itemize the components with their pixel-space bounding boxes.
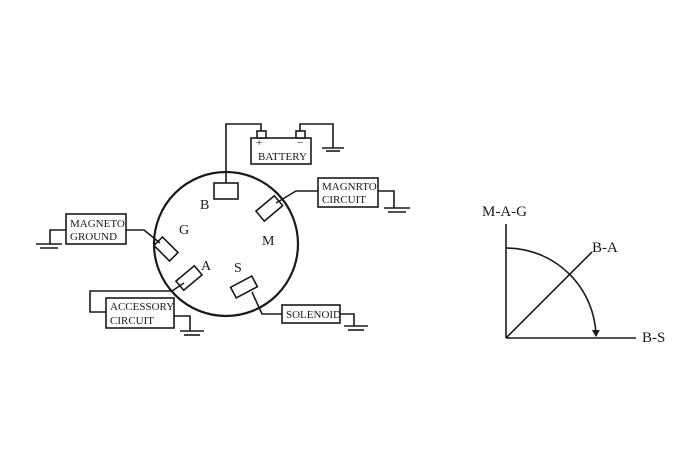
- magneto-ground-label-line2: GROUND: [70, 231, 117, 243]
- wire-s-solenoid: [251, 291, 282, 315]
- position-label-bs: B-S: [642, 330, 665, 346]
- terminal-g-label: G: [179, 223, 189, 238]
- wire-b-battery: [225, 123, 262, 183]
- wire-magneto-ground-ground: [49, 229, 66, 244]
- magneto-circuit-label-line2: CIRCUIT: [322, 194, 366, 206]
- magneto-ground-label-line1: MAGNETO: [70, 218, 125, 230]
- key-position-diagram: M-A-G B-A B-S: [482, 204, 665, 346]
- wire-magneto-circuit-ground: [378, 190, 395, 208]
- ground-symbol-solenoid: [344, 325, 368, 331]
- wire-a-accessory-circuit: [89, 282, 185, 313]
- solenoid-box: SOLENOID: [281, 304, 341, 324]
- ground-symbol-accessory-circuit: [180, 330, 204, 336]
- ground-symbol-magneto-circuit: [384, 207, 410, 213]
- magneto-circuit-label-line1: MAGNRTO: [322, 181, 377, 193]
- ground-symbol-magneto-ground: [36, 243, 62, 249]
- wire-g-magneto-ground: [126, 229, 161, 244]
- terminal-b-label: B: [200, 198, 209, 213]
- wire-m-magneto-circuit: [275, 190, 318, 204]
- terminal-a-label: A: [201, 259, 212, 274]
- terminal-m-label: M: [262, 234, 275, 249]
- accessory-circuit-box: ACCESSORY CIRCUIT: [105, 297, 175, 329]
- terminal-s: [229, 274, 259, 300]
- accessory-circuit-label-line2: CIRCUIT: [110, 315, 154, 327]
- position-label-ba: B-A: [592, 240, 618, 256]
- wire-solenoid-ground: [340, 313, 355, 326]
- position-label-mag: M-A-G: [482, 204, 527, 220]
- solenoid-label: SOLENOID: [286, 309, 341, 321]
- terminal-b: [213, 182, 239, 200]
- battery-box: + − BATTERY: [250, 130, 312, 165]
- battery-label: BATTERY: [258, 151, 307, 163]
- rotation-arc-arrow: [505, 247, 600, 337]
- battery-minus-sign: −: [297, 137, 303, 149]
- ground-symbol-battery: [322, 147, 344, 152]
- terminal-m: [254, 194, 284, 223]
- magneto-ground-box: MAGNETO GROUND: [65, 213, 127, 245]
- accessory-circuit-label-line1: ACCESSORY: [110, 301, 174, 313]
- battery-plus-sign: +: [256, 137, 262, 149]
- terminal-s-label: S: [234, 261, 242, 276]
- wire-accessory-circuit-ground: [174, 315, 191, 331]
- wire-battery-ground: [299, 123, 334, 148]
- position-diagonal-line: [505, 251, 593, 339]
- magneto-circuit-box: MAGNRTO CIRCUIT: [317, 177, 379, 208]
